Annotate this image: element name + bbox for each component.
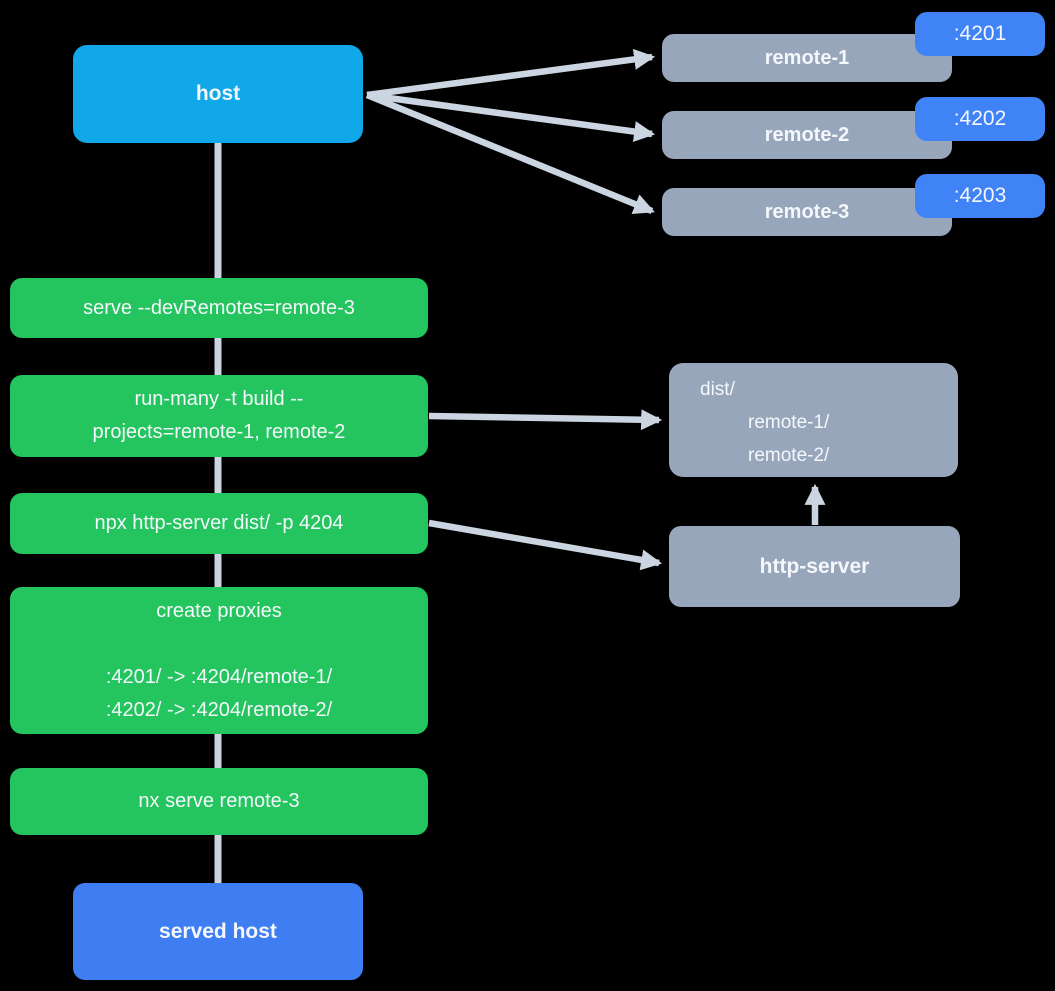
dist-line-remote-2: remote-2/ xyxy=(748,445,830,466)
port-badge-4202: :4202 xyxy=(915,97,1045,141)
step-serve-devremotes: serve --devRemotes=remote-3 xyxy=(10,278,428,338)
step-run-many-build: run-many -t build -- projects=remote-1, … xyxy=(10,375,428,457)
arrow-host-remote-2 xyxy=(366,91,656,142)
remote-1-node: remote-1 xyxy=(662,34,952,82)
port-badge-4203: :4203 xyxy=(915,174,1045,218)
host-node: host xyxy=(73,45,363,143)
dist-line-root: dist/ xyxy=(700,379,735,400)
remote-3-node: remote-3 xyxy=(662,188,952,236)
http-server-node: http-server xyxy=(669,526,960,607)
arrow-build-dist xyxy=(428,409,663,431)
served-host-node: served host xyxy=(73,883,363,980)
step-npx-http-server: npx http-server dist/ -p 4204 xyxy=(10,493,428,554)
remote-2-node: remote-2 xyxy=(662,111,952,159)
arrow-host-remote-1 xyxy=(366,48,656,99)
step-nx-serve-remote-3: nx serve remote-3 xyxy=(10,768,428,835)
step-create-proxies: create proxies :4201/ -> :4204/remote-1/… xyxy=(10,587,428,734)
dist-folder-node: dist/ remote-1/ remote-2/ xyxy=(669,363,958,477)
port-badge-4201: :4201 xyxy=(915,12,1045,56)
arrow-npx-httpserver xyxy=(428,519,663,571)
arrow-host-remote-3 xyxy=(365,91,655,215)
dist-line-remote-1: remote-1/ xyxy=(748,412,830,433)
